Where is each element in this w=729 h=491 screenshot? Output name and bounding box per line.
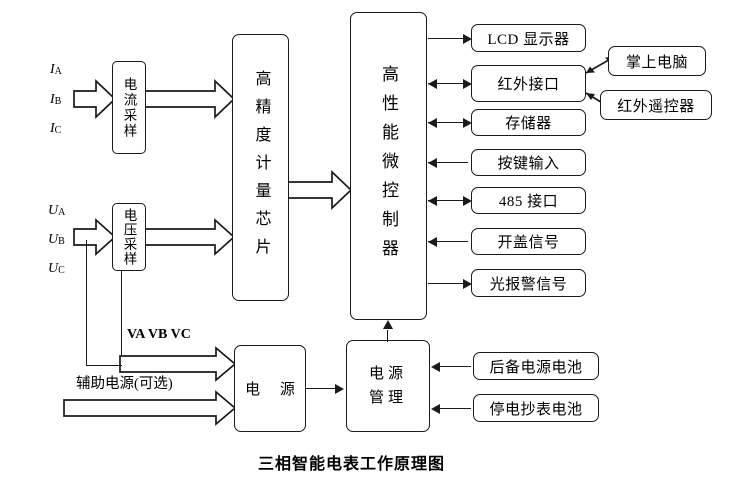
arrowhead-pm-to-mcu (383, 320, 393, 329)
arrowhead-memory-left (428, 117, 437, 128)
input-label-current-a: IA (50, 62, 62, 77)
arrowhead-cover-left (428, 236, 437, 247)
arrowhead-ir-right (463, 78, 472, 89)
battery-backup-power-label: 后备电源电池 (489, 359, 583, 376)
ir-device-remote-control[interactable]: 红外遥控器 (600, 90, 712, 120)
block-current-sampling-label: 电流采样 (121, 76, 137, 139)
block-power-management-label-line2: 管理 (368, 390, 407, 406)
block-mcu-label: 高性能微控制器 (379, 64, 398, 268)
peripheral-cover-signal-label: 开盖信号 (497, 235, 560, 251)
block-arrow-current-to-chip (144, 79, 236, 119)
aux-power-label: 辅助电源(可选) (76, 376, 173, 392)
arrowhead-rs485-left (428, 195, 437, 206)
peripheral-ir-interface-label: 红外接口 (497, 77, 560, 93)
peripheral-keypad-input-label: 按键输入 (497, 156, 560, 172)
ir-device-handheld-pc-label: 掌上电脑 (625, 54, 688, 71)
peripheral-memory[interactable]: 存储器 (471, 109, 586, 136)
block-power-supply[interactable]: 电 源 (234, 345, 306, 432)
connector-line-keypad (428, 162, 468, 163)
ir-device-handheld-pc[interactable]: 掌上电脑 (608, 46, 706, 76)
battery-outage-meter-reading[interactable]: 停电抄表电池 (473, 394, 599, 422)
peripheral-cover-signal[interactable]: 开盖信号 (471, 228, 586, 255)
power-tap-label: VA VB VC (127, 327, 191, 342)
block-arrow-voltage-tap-to-power (119, 346, 237, 382)
connector-line-lcd (428, 38, 468, 39)
arrowhead-lcd-right (463, 33, 472, 44)
peripheral-keypad-input[interactable]: 按键输入 (471, 149, 586, 176)
peripheral-optical-alarm-signal-label: 光报警信号 (489, 276, 568, 293)
ir-device-remote-control-label: 红外遥控器 (617, 98, 695, 115)
voltage-tap-line-outer (86, 240, 87, 366)
peripheral-lcd-display-label: LCD 显示器 (487, 31, 570, 48)
block-metering-chip-label: 高精度计量芯片 (252, 69, 270, 266)
block-arrow-aux-power-to-power (63, 390, 237, 426)
arrowhead-power-to-pm (335, 383, 344, 394)
block-voltage-sampling[interactable]: 电压采样 (112, 203, 146, 271)
arrowhead-outage-battery (431, 403, 440, 414)
connector-line-power-to-pm (306, 388, 337, 389)
connector-line-pm-to-mcu (387, 330, 388, 342)
peripheral-ir-interface[interactable]: 红外接口 (471, 65, 586, 102)
connector-line-cover (428, 241, 468, 242)
connector-line-memory (428, 122, 468, 123)
arrowhead-backup-battery (431, 361, 440, 372)
battery-backup-power[interactable]: 后备电源电池 (473, 352, 599, 380)
block-current-sampling[interactable]: 电流采样 (112, 61, 146, 154)
block-power-management[interactable]: 电源 管理 (346, 340, 430, 432)
arrowhead-optical-alarm-right (463, 278, 472, 289)
connector-line-rs485 (428, 200, 468, 201)
block-arrow-voltage-input (73, 218, 117, 256)
input-label-voltage-c: UC (48, 261, 65, 276)
peripheral-rs485-interface-label: 485 接口 (498, 194, 559, 210)
block-mcu[interactable]: 高性能微控制器 (350, 12, 427, 320)
arrowhead-keypad-left (428, 157, 437, 168)
connector-line-backup-battery (433, 366, 471, 367)
arrowhead-rs485-right (463, 195, 472, 206)
input-label-voltage-b: UB (48, 232, 65, 247)
arrowhead-ir-left (428, 78, 437, 89)
voltage-tap-hline-outer (86, 365, 122, 366)
block-voltage-sampling-label: 电压采样 (121, 208, 137, 266)
peripheral-memory-label: 存储器 (505, 116, 552, 132)
arrowhead-memory-right (463, 117, 472, 128)
battery-outage-meter-reading-label: 停电抄表电池 (489, 401, 583, 418)
input-label-voltage-a: UA (48, 203, 66, 218)
voltage-tap-line-inner (121, 228, 122, 356)
connector-line-outage-battery (433, 408, 471, 409)
peripheral-optical-alarm-signal[interactable]: 光报警信号 (471, 269, 586, 297)
block-arrow-chip-to-mcu (287, 170, 353, 210)
block-arrow-current-input (73, 79, 117, 119)
input-label-current-b: IB (50, 92, 62, 107)
block-power-supply-label: 电 源 (245, 382, 303, 398)
input-label-current-c: IC (50, 121, 62, 136)
diagram-title: 三相智能电表工作原理图 (258, 456, 446, 473)
peripheral-rs485-interface[interactable]: 485 接口 (471, 187, 586, 214)
block-power-management-label-line1: 电源 (368, 366, 407, 382)
block-metering-chip[interactable]: 高精度计量芯片 (232, 34, 289, 301)
connector-line-ir (428, 83, 468, 84)
connector-line-optical-alarm (428, 283, 468, 284)
block-arrow-voltage-to-chip (144, 218, 236, 256)
peripheral-lcd-display[interactable]: LCD 显示器 (471, 24, 586, 52)
